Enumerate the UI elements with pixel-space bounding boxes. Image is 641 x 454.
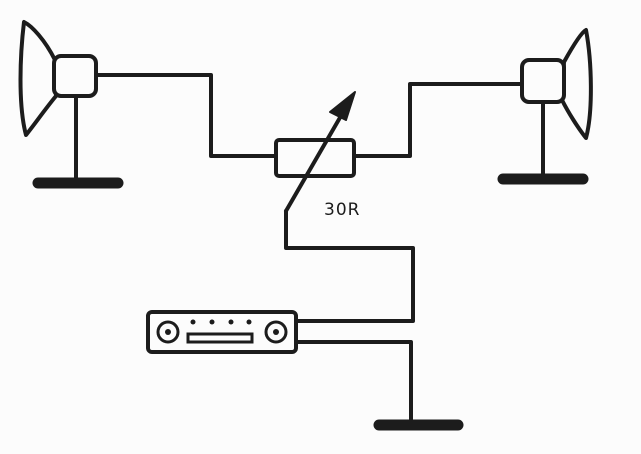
radio-icon [146,310,298,354]
wires [94,73,524,426]
left-speaker-icon [18,20,124,189]
resistor-label: 30R [324,200,360,220]
potentiometer-icon [274,91,356,213]
right-speaker-icon [497,28,593,185]
